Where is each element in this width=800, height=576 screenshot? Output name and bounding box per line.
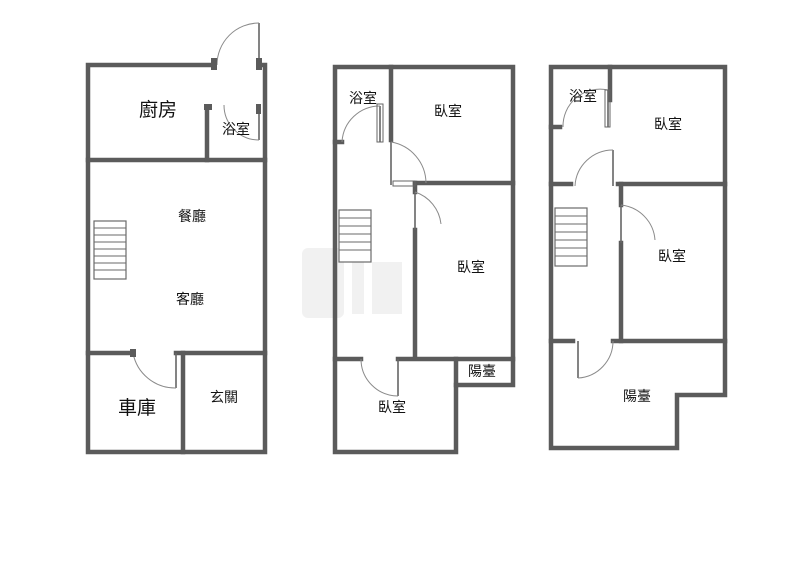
room-label-floor3-bathroom: 浴室 bbox=[569, 88, 597, 105]
room-label-floor2-balcony: 陽臺 bbox=[468, 364, 496, 380]
room-label-floor2-bedroom-middle: 臥室 bbox=[457, 259, 485, 276]
floor-3-walls bbox=[548, 64, 728, 451]
floor-1-exterior-door bbox=[211, 22, 262, 70]
floor-1-walls bbox=[85, 62, 268, 455]
room-label-floor3-bedroom-middle: 臥室 bbox=[658, 248, 686, 265]
floor-3: 浴室 臥室 臥室 陽臺 bbox=[548, 64, 728, 451]
floor-1-stairs bbox=[93, 220, 127, 280]
floor-3-bedroom-top-door bbox=[574, 149, 614, 187]
floor-2-bedroom-top-door bbox=[390, 141, 427, 187]
floor-2-walls bbox=[332, 64, 516, 455]
room-label-floor2-bedroom-top: 臥室 bbox=[434, 103, 462, 120]
floor-3-bedroom-middle-door bbox=[620, 204, 656, 243]
room-label-floor3-balcony: 陽臺 bbox=[623, 389, 651, 405]
floor-2-bathroom-door bbox=[341, 103, 384, 143]
room-label-floor1-bathroom: 浴室 bbox=[222, 121, 250, 138]
floor-3-bathroom-door bbox=[562, 88, 611, 128]
floor-2-bedroom-middle-door bbox=[414, 191, 442, 230]
room-label-living-room: 客廳 bbox=[176, 291, 204, 308]
floor-2-stairs bbox=[338, 209, 372, 263]
floor-2-bedroom-bottom-door bbox=[360, 358, 399, 397]
floor-1: 廚房 浴室 餐廳 客廳 車庫 玄關 bbox=[85, 22, 268, 455]
floor-3-balcony-door bbox=[577, 340, 614, 379]
room-label-floor2-bathroom: 浴室 bbox=[349, 90, 377, 107]
room-label-garage: 車庫 bbox=[118, 397, 156, 419]
floor-1-bathroom-door bbox=[204, 104, 261, 141]
floor-1-garage-door bbox=[130, 349, 177, 389]
room-label-entrance: 玄關 bbox=[210, 389, 238, 406]
room-label-kitchen: 廚房 bbox=[139, 98, 177, 121]
room-label-floor3-bedroom-top: 臥室 bbox=[654, 116, 682, 133]
floor-2: 浴室 臥室 臥室 臥室 陽臺 bbox=[332, 64, 516, 455]
room-label-dining-room: 餐廳 bbox=[178, 208, 206, 225]
room-label-floor2-bedroom-bottom: 臥室 bbox=[378, 399, 406, 416]
floor-3-stairs bbox=[554, 207, 588, 267]
